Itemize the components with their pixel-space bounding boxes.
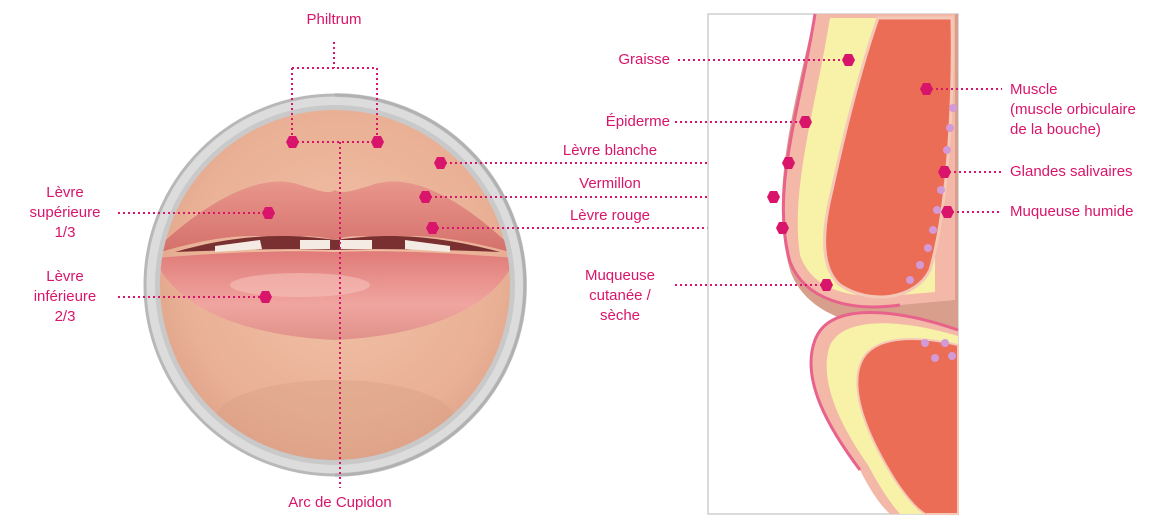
- label-glandes-salivaires: Glandes salivaires: [1010, 162, 1160, 182]
- label-muscle-line3: de la bouche): [1010, 120, 1160, 140]
- label-vermillon: Vermillon: [545, 174, 675, 194]
- label-levre-inferieure-line2: inférieure: [20, 287, 110, 307]
- label-muqueuse-cutanee: Muqueuse cutanée / sèche: [570, 266, 670, 326]
- label-levre-blanche: Lèvre blanche: [535, 141, 685, 161]
- label-muqueuse-cutanee-line2: cutanée /: [570, 286, 670, 306]
- label-levre-superieure-line1: Lèvre: [20, 183, 110, 203]
- label-levre-inferieure-line3: 2/3: [20, 307, 110, 327]
- label-muscle: Muscle (muscle orbiculaire de la bouche): [1010, 80, 1160, 140]
- label-epiderme: Épiderme: [560, 112, 670, 132]
- label-levre-superieure-line3: 1/3: [20, 223, 110, 243]
- label-graisse: Graisse: [570, 50, 670, 70]
- label-levre-superieure: Lèvre supérieure 1/3: [20, 183, 110, 243]
- label-levre-superieure-line2: supérieure: [20, 203, 110, 223]
- label-muscle-line1: Muscle: [1010, 80, 1160, 100]
- label-muqueuse-cutanee-line3: sèche: [570, 306, 670, 326]
- label-levre-inferieure-line1: Lèvre: [20, 267, 110, 287]
- label-arc-de-cupidon: Arc de Cupidon: [265, 493, 415, 513]
- label-muqueuse-cutanee-line1: Muqueuse: [570, 266, 670, 286]
- label-muscle-line2: (muscle orbiculaire: [1010, 100, 1160, 120]
- lips-photo-circle: [145, 95, 530, 480]
- label-philtrum: Philtrum: [289, 10, 379, 30]
- label-levre-inferieure: Lèvre inférieure 2/3: [20, 267, 110, 327]
- label-muqueuse-humide: Muqueuse humide: [1010, 202, 1160, 222]
- label-levre-rouge: Lèvre rouge: [540, 206, 680, 226]
